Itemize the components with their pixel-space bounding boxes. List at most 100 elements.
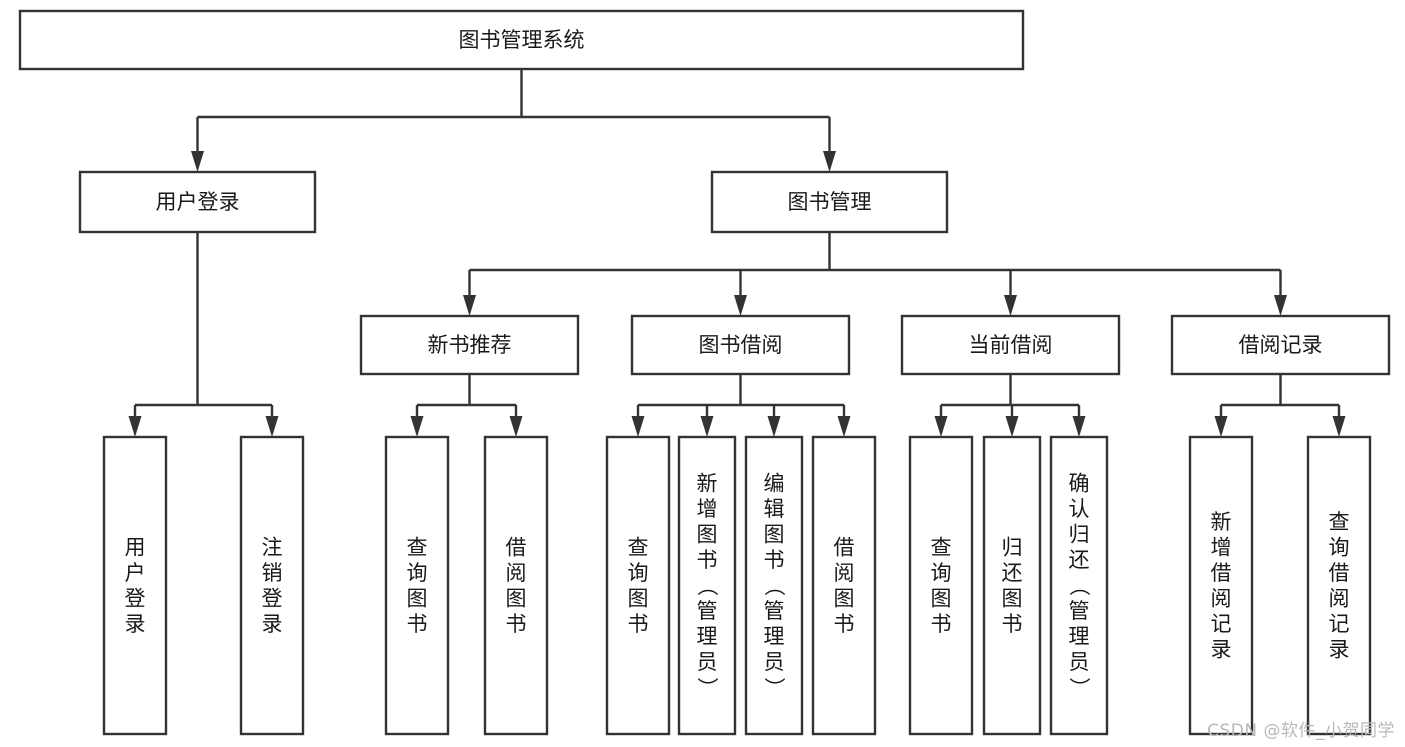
arrow-head-icon [410, 416, 424, 437]
svg-text:归: 归 [1002, 535, 1023, 559]
node-box [384, 435, 450, 736]
node-root-图书管理系统[interactable]: 图书管理系统 [18, 9, 1025, 71]
node-label: 图书借阅 [699, 333, 783, 357]
svg-text:理: 理 [1069, 625, 1090, 649]
arrow-head-icon [463, 295, 476, 316]
node-box [811, 435, 877, 736]
svg-text:图: 图 [834, 586, 855, 610]
svg-text:注: 注 [262, 535, 283, 559]
node-box [677, 435, 737, 736]
svg-text:阅: 阅 [506, 561, 527, 585]
node-box [78, 170, 317, 234]
arrow-head-icon [1004, 295, 1017, 316]
svg-text:书: 书 [697, 548, 718, 572]
node-box [630, 314, 851, 376]
svg-text:管: 管 [697, 599, 718, 623]
svg-text:登: 登 [125, 586, 146, 610]
svg-text:理: 理 [764, 625, 785, 649]
node-leaf-用户登录[interactable]: 用户登录 [102, 435, 168, 736]
node-box [982, 435, 1042, 736]
svg-text:新: 新 [1211, 510, 1232, 534]
arrow-head-icon [1005, 416, 1019, 437]
svg-text:记: 记 [1329, 612, 1350, 636]
node-box [1306, 435, 1372, 736]
svg-text:询: 询 [407, 561, 428, 585]
node-level3-新书推荐[interactable]: 新书推荐 [359, 314, 580, 376]
svg-text:（: （ [1067, 575, 1091, 596]
arrow-head-icon [191, 151, 204, 172]
svg-text:增: 增 [1211, 535, 1232, 559]
svg-text:）: ） [762, 677, 786, 698]
svg-text:）: ） [1067, 677, 1091, 698]
svg-text:借: 借 [1211, 561, 1232, 585]
svg-text:询: 询 [931, 561, 952, 585]
svg-text:记: 记 [1211, 612, 1232, 636]
node-level3-图书借阅[interactable]: 图书借阅 [630, 314, 851, 376]
svg-text:（: （ [762, 575, 786, 596]
svg-text:查: 查 [407, 535, 428, 559]
svg-text:录: 录 [125, 612, 146, 636]
svg-text:书: 书 [1002, 612, 1023, 636]
node-level2-图书管理[interactable]: 图书管理 [710, 170, 949, 234]
node-box [239, 435, 305, 736]
arrow-head-icon [700, 416, 714, 437]
node-level3-借阅记录[interactable]: 借阅记录 [1170, 314, 1391, 376]
node-label: 新书推荐 [428, 333, 512, 357]
node-label: 借阅记录 [1239, 333, 1323, 357]
node-label: 当前借阅 [969, 333, 1053, 357]
svg-text:录: 录 [1211, 637, 1232, 661]
node-box [18, 9, 1025, 71]
connectors-layer [128, 69, 1346, 437]
svg-text:还: 还 [1002, 561, 1023, 585]
svg-text:认: 认 [1069, 497, 1090, 521]
node-box [605, 435, 671, 736]
node-label: 图书管理 [788, 190, 872, 214]
node-label: 用户登录 [156, 190, 240, 214]
svg-text:销: 销 [262, 561, 283, 585]
node-box [1170, 314, 1391, 376]
node-box [102, 435, 168, 736]
node-box [900, 314, 1121, 376]
node-level2-用户登录[interactable]: 用户登录 [78, 170, 317, 234]
node-box [483, 435, 549, 736]
svg-text:确: 确 [1069, 472, 1090, 496]
arrow-head-icon [934, 416, 948, 437]
svg-text:借: 借 [834, 535, 855, 559]
svg-text:阅: 阅 [1211, 586, 1232, 610]
arrow-head-icon [1214, 416, 1228, 437]
svg-text:书: 书 [628, 612, 649, 636]
svg-text:增: 增 [697, 497, 718, 521]
svg-text:员: 员 [697, 650, 718, 674]
svg-text:理: 理 [697, 625, 718, 649]
arrow-head-icon [509, 416, 523, 437]
svg-text:借: 借 [1329, 561, 1350, 585]
svg-text:查: 查 [1329, 510, 1350, 534]
node-label: 用户登录 [125, 535, 146, 636]
svg-text:阅: 阅 [834, 561, 855, 585]
svg-text:员: 员 [764, 650, 785, 674]
arrow-head-icon [837, 416, 851, 437]
node-box [744, 435, 804, 736]
svg-text:户: 户 [125, 561, 146, 585]
node-level3-当前借阅[interactable]: 当前借阅 [900, 314, 1121, 376]
svg-text:询: 询 [628, 561, 649, 585]
arrow-head-icon [1332, 416, 1346, 437]
svg-text:书: 书 [407, 612, 428, 636]
svg-text:辑: 辑 [764, 497, 785, 521]
